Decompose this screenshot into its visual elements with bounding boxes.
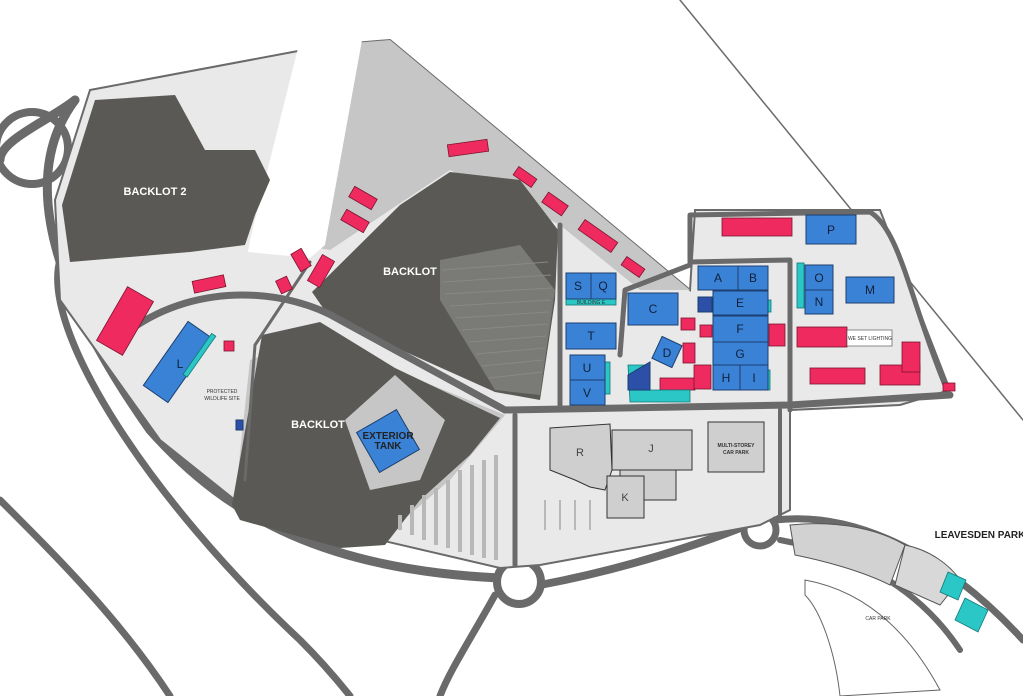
- map-label: V: [583, 386, 591, 400]
- wildlife-site: PROTECTED WILDLIFE SITE: [204, 389, 244, 431]
- car-park-label: CAR PARK: [865, 616, 891, 622]
- map-label: K: [621, 492, 629, 504]
- map-label: T: [587, 329, 595, 343]
- white-yard: [248, 40, 362, 258]
- map-label: M: [865, 283, 875, 297]
- map-label: EXTERIOR: [362, 431, 414, 442]
- map-label: C: [649, 302, 658, 316]
- map-label: H: [722, 371, 731, 385]
- leavesden-park: CAR PARK LEAVESDEN PARK: [771, 515, 1023, 696]
- office-building: [939, 571, 967, 601]
- map-label: I: [752, 371, 755, 385]
- map-label: E: [736, 296, 744, 310]
- map-label: O: [814, 271, 823, 285]
- map-label: F: [736, 322, 743, 336]
- surface-parking: [398, 455, 591, 560]
- stage-j: [611, 429, 693, 471]
- internal-roads: [126, 209, 954, 568]
- exterior-tank[interactable]: EXTERIOR TANK: [355, 408, 421, 474]
- stage-d: D: [651, 335, 683, 369]
- stage-l: L: [142, 320, 217, 404]
- map-label: L: [177, 357, 184, 371]
- backlot-lower-label: BACKLOT: [291, 419, 345, 431]
- map-label: P: [827, 223, 835, 237]
- map-label: U: [583, 361, 592, 375]
- stage-b: B: [737, 265, 769, 291]
- leavesden-park-label: LEAVESDEN PARK: [935, 530, 1023, 541]
- multi-storey-car-park: [707, 421, 765, 473]
- stage-n: N: [804, 289, 834, 315]
- stage-m: M: [845, 276, 895, 304]
- map-label: WE SET LIGHTING: [848, 336, 892, 342]
- map-label: Q: [598, 279, 607, 293]
- stages[interactable]: A B E F G H I C D S Q T U V O N M P L: [142, 214, 895, 406]
- stage-f: F: [712, 315, 769, 343]
- stage-q: Q: [590, 272, 617, 300]
- stage-t: T: [565, 322, 617, 350]
- map-label: R: [576, 447, 584, 459]
- map-label: J: [648, 443, 654, 455]
- stage-h: H: [712, 364, 741, 391]
- backlot-2-label: BACKLOT 2: [124, 186, 187, 198]
- map-label: TANK: [374, 441, 402, 452]
- map-label: CAR PARK: [723, 450, 749, 456]
- support-buildings: [95, 138, 956, 392]
- parking-hatch: [440, 245, 555, 395]
- stage-p: P: [805, 214, 857, 245]
- backlot-upper-label: BACKLOT: [383, 266, 437, 278]
- grey-buildings[interactable]: R J K MULTI-STOREY CAR PARK: [549, 421, 765, 519]
- map-label: D: [663, 346, 672, 360]
- stage-s: S: [565, 272, 592, 300]
- stage-e: E: [712, 290, 769, 316]
- stage-o: O: [804, 264, 834, 291]
- map-label: MULTI-STOREY: [717, 443, 755, 449]
- stage-navy: [697, 296, 713, 313]
- map-label: N: [815, 295, 824, 309]
- map-label: G: [735, 347, 744, 361]
- set-lighting: WE SET LIGHTING: [846, 329, 893, 347]
- stage-a: A: [697, 265, 739, 291]
- stage-r: [549, 423, 613, 491]
- stage-c: C: [627, 292, 679, 326]
- stage-g: G: [712, 341, 769, 366]
- map-label: B: [749, 271, 757, 285]
- stage-u: U: [569, 354, 606, 381]
- backlot-2: [62, 95, 270, 262]
- map-label: BUILDING E: [577, 300, 606, 306]
- stage-v: V: [569, 379, 606, 406]
- stage-k: [606, 475, 645, 519]
- stage-navy: [627, 361, 651, 391]
- map-label: A: [714, 271, 722, 285]
- stage-i: I: [739, 364, 769, 391]
- map-label: PROTECTED: [207, 389, 238, 395]
- map-label: WILDLIFE SITE: [204, 396, 240, 402]
- office-building: [954, 597, 989, 633]
- map-label: S: [574, 279, 582, 293]
